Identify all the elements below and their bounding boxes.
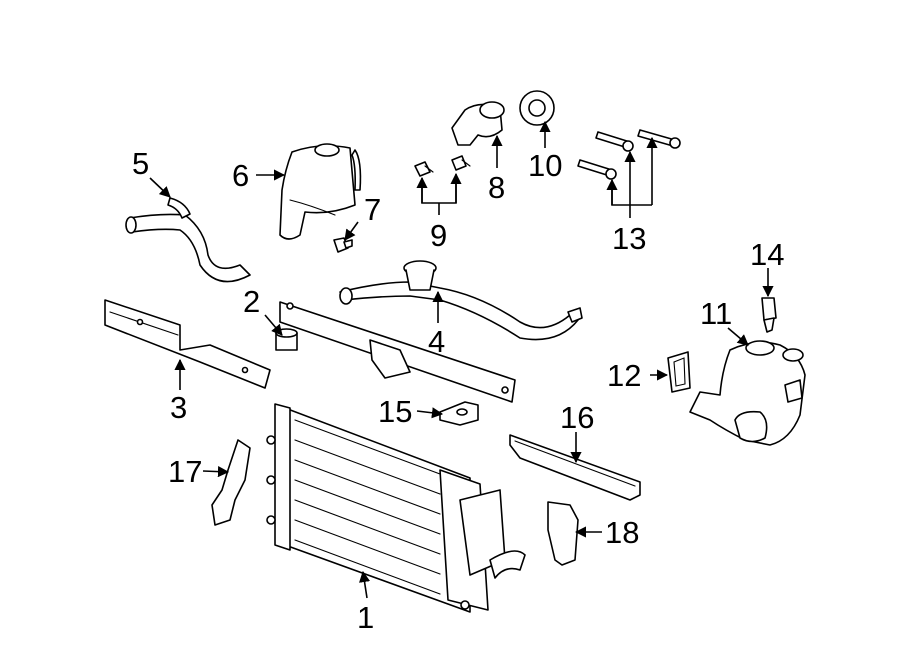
callout-13: 13 (612, 221, 646, 256)
upper-radiator-support (279, 301, 516, 403)
upper-support-part-16 (509, 434, 641, 501)
radiator-part-1 (266, 403, 526, 613)
side-seal-left-part-17 (211, 439, 251, 526)
side-seal-right-part-18 (547, 501, 579, 566)
leader-lines (149, 120, 774, 599)
air-deflector-part-3 (104, 299, 271, 389)
callout-16: 16 (560, 400, 594, 435)
callout-10: 10 (528, 148, 562, 183)
callout-15: 15 (378, 394, 412, 429)
callout-17: 17 (168, 454, 202, 489)
bolts-part-13 (577, 129, 681, 180)
callout-12: 12 (607, 358, 641, 393)
callout-11: 11 (700, 296, 732, 331)
callout-1: 1 (357, 600, 374, 635)
gasket-part-10 (519, 90, 555, 126)
callout-5: 5 (132, 146, 149, 181)
bolts-part-9 (414, 155, 471, 177)
callout-18: 18 (605, 515, 639, 550)
callout-9: 9 (430, 218, 447, 253)
hose-part-5 (125, 197, 251, 283)
bolt-part-7 (333, 237, 353, 253)
coolant-reservoir-part-6 (279, 143, 362, 240)
bracket-part-15 (439, 401, 479, 426)
seal-part-12 (667, 351, 691, 393)
callout-labels: 1 2 3 4 5 6 7 8 9 10 11 12 13 14 15 16 1… (132, 146, 784, 635)
radiator-hose-part-4 (339, 260, 583, 341)
callout-7: 7 (364, 192, 381, 227)
radiator-core-fins (294, 419, 441, 595)
callout-14: 14 (750, 237, 784, 272)
callout-3: 3 (170, 390, 187, 425)
thermostat-housing-part-8 (451, 101, 505, 146)
temperature-sensor-part-14 (761, 297, 777, 333)
callout-8: 8 (488, 170, 505, 205)
callout-6: 6 (232, 158, 249, 193)
water-outlet-part-11 (689, 340, 806, 446)
callout-2: 2 (243, 284, 260, 319)
callout-4: 4 (428, 324, 445, 359)
